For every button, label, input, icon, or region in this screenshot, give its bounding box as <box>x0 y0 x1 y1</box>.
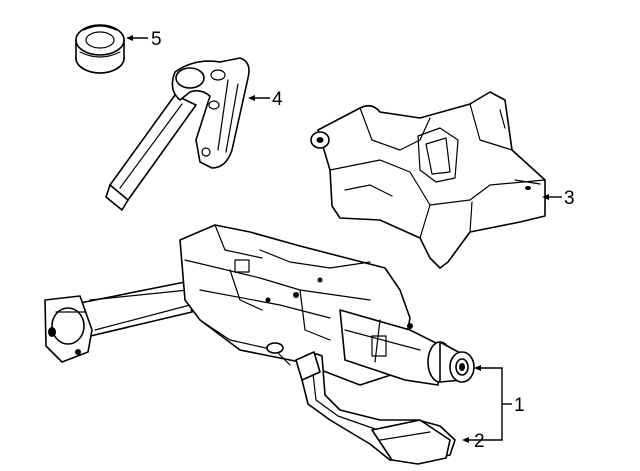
callout-1: 1 <box>514 395 525 416</box>
leader-lines <box>126 35 562 443</box>
part-5-bushing <box>75 24 125 74</box>
leader-bracket-1 <box>468 367 503 441</box>
part-3-mounting-bracket <box>310 91 546 269</box>
callout-5: 5 <box>151 29 162 50</box>
callout-2: 2 <box>474 431 485 452</box>
callout-labels: 5 4 3 1 2 <box>151 29 575 452</box>
part-4-tilt-lever <box>105 57 250 211</box>
part-2-lever-handle <box>295 351 456 465</box>
callout-3: 3 <box>564 188 575 209</box>
callout-4: 4 <box>272 89 283 110</box>
part-1-steering-column <box>44 224 475 386</box>
